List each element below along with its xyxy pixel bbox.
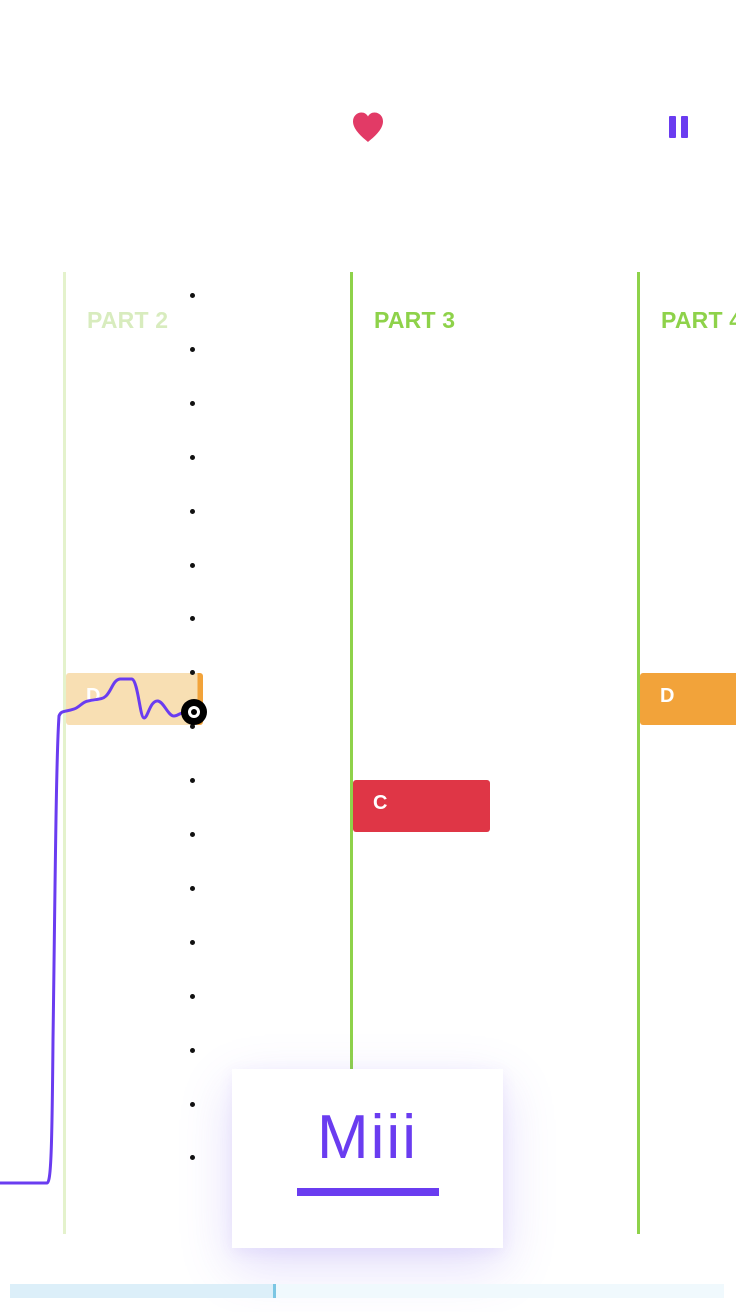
- lyric-underline: [297, 1188, 439, 1196]
- lyric-word: Miii: [317, 1103, 418, 1172]
- progress-knob[interactable]: [273, 1284, 276, 1298]
- playhead-dot: [190, 346, 195, 352]
- note-block-d: D: [640, 673, 736, 725]
- playhead-dot: [190, 832, 195, 837]
- song-progress-bar[interactable]: [10, 1284, 724, 1298]
- playhead-dot: [190, 454, 195, 460]
- part-4-label: PART 4: [661, 307, 736, 333]
- playhead-dot: [190, 885, 195, 891]
- part-3-divider: [350, 272, 353, 1234]
- playhead-dot: [190, 724, 195, 730]
- playhead-dot: [190, 562, 195, 568]
- part-2-divider: [63, 272, 66, 1234]
- playhead-dot: [190, 1101, 195, 1107]
- playhead-dot: [190, 400, 195, 406]
- part-2-label: PART 2: [87, 307, 169, 333]
- heart-button[interactable]: [350, 110, 386, 144]
- playhead-dot: [190, 508, 195, 514]
- heart-icon: [353, 112, 383, 142]
- lyric-card: Miii: [232, 1069, 503, 1248]
- part-4-divider: [637, 272, 640, 1234]
- playhead-dot: [190, 993, 195, 999]
- playhead-dot: [190, 778, 195, 784]
- pause-bar-right: [681, 116, 688, 138]
- playhead-dot: [190, 939, 195, 945]
- playhead-dot: [190, 1047, 195, 1053]
- pause-button[interactable]: [666, 113, 692, 141]
- part-3-label: PART 3: [374, 307, 456, 333]
- playhead-dot: [190, 670, 195, 676]
- pause-bar-left: [669, 116, 676, 138]
- playhead-dot: [190, 1155, 195, 1161]
- playhead-dot: [190, 616, 195, 622]
- progress-fill: [10, 1284, 274, 1298]
- playhead-dot: [190, 293, 195, 298]
- note-block-c: C: [353, 780, 490, 832]
- playhead-marker: [181, 699, 207, 725]
